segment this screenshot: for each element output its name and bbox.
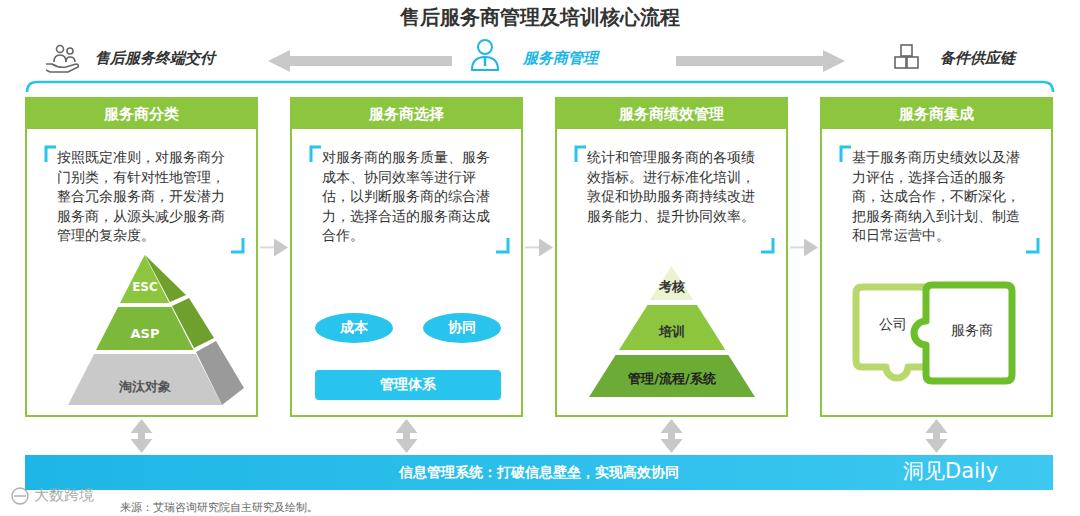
panel-body-text: 基于服务商历史绩效以及潜力评估，选择合适的服务商，达成合作，不断深化，把服务商纳…: [852, 148, 1020, 246]
pyramid-tier: 考核: [650, 266, 693, 300]
watermark: 大数跨境: [34, 486, 94, 505]
connector-arrow: [525, 246, 539, 248]
node-text: 成本: [340, 319, 368, 337]
pyramid-tier: ASP: [96, 307, 194, 350]
node-text: 淘汰对象: [119, 378, 171, 396]
pyramid-tier: 培训: [619, 305, 725, 350]
connector-arrow: [403, 433, 410, 439]
pyramid-tier-fill: [650, 266, 693, 300]
puzzle-piece: 服务商: [922, 281, 1016, 389]
section-label: 备件供应链: [940, 49, 1015, 68]
pyramid-tier-fill: [120, 255, 169, 303]
delivery-icon: [46, 46, 78, 73]
node-text: 培训: [659, 323, 685, 341]
puzzle-outline: [914, 285, 1012, 381]
connector-arrow: [138, 433, 145, 439]
cubes-icon: [895, 45, 918, 68]
title: 售后服务商管理及培训核心流程: [0, 4, 1080, 31]
pyramid-tier-fill: [619, 305, 725, 350]
process-panel: 服务商选择对服务商的服务质量、服务成本、协同效率等进行评估，以判断服务商的综合潜…: [290, 97, 523, 417]
connector-arrow: [790, 246, 804, 248]
manager-icon: [472, 40, 498, 70]
panel-body-text: 统计和管理服务商的各项绩效指标。进行标准化培训，敦促和协助服务商持续改进服务能力…: [587, 148, 755, 226]
process-panel: 服务商绩效管理统计和管理服务商的各项绩效指标。进行标准化培训，敦促和协助服务商持…: [555, 97, 788, 417]
header-arrow: [676, 50, 845, 72]
pyramid-tier: 淘汰对象: [68, 354, 222, 405]
factor-oval: 成本: [315, 313, 393, 343]
info-band: 信息管理系统：打破信息壁垒，实现高效协同: [25, 455, 1053, 490]
section-label: 服务商管理: [523, 49, 598, 68]
connector-arrow: [668, 433, 675, 439]
node-text: 管理/流程/系统: [628, 370, 716, 388]
panel-heading: 服务商集成: [822, 99, 1051, 129]
pyramid-tier-shape: [120, 255, 169, 303]
corner-brackets: [46, 147, 1038, 252]
node-text: 信息管理系统：打破信息壁垒，实现高效协同: [399, 464, 679, 482]
pyramid-tier-fill: [68, 354, 222, 405]
panel-heading: 服务商分类: [27, 99, 256, 129]
panel-heading: 服务商选择: [292, 99, 521, 129]
connector-arrow: [933, 433, 940, 439]
factor-oval: 协同: [423, 313, 501, 343]
pyramid-tier-fill: [589, 355, 755, 397]
caption: 来源：艾瑞咨询研究院自主研究及绘制。: [120, 500, 318, 515]
panel-heading: 服务商绩效管理: [557, 99, 786, 129]
panel-body-text: 对服务商的服务质量、服务成本、协同效率等进行评估，以判断服务商的综合潜力，选择合…: [322, 148, 490, 246]
panel-body-text: 按照既定准则，对服务商分门别类，有针对性地管理，整合冗余服务商，开发潜力服务商，…: [57, 148, 225, 246]
pyramid-tier-fill: [96, 307, 194, 350]
node-text: ESC: [132, 280, 158, 294]
node-text: ASP: [131, 326, 160, 341]
header-arrow: [268, 50, 452, 72]
process-panel: 服务商分类按照既定准则，对服务商分门别类，有针对性地管理，整合冗余服务商，开发潜…: [25, 97, 258, 417]
node-text: 协同: [448, 319, 476, 337]
pyramid-tier: 管理/流程/系统: [589, 355, 755, 397]
node-text: 管理体系: [380, 376, 436, 394]
node-text: 公司: [879, 316, 907, 334]
system-bar: 管理体系: [315, 370, 501, 400]
header-rule: [27, 82, 1053, 92]
process-panel: 服务商集成基于服务商历史绩效以及潜力评估，选择合适的服务商，达成合作，不断深化，…: [820, 97, 1053, 417]
section-label: 售后服务终端交付: [95, 49, 215, 68]
node-text: 考核: [659, 278, 685, 296]
pyramid-tier: ESC: [120, 255, 169, 303]
watermark-icon: [12, 488, 28, 504]
watermark: 洞见Daily: [903, 457, 998, 485]
node-text: 服务商: [951, 322, 993, 340]
connector-arrow: [260, 246, 274, 248]
